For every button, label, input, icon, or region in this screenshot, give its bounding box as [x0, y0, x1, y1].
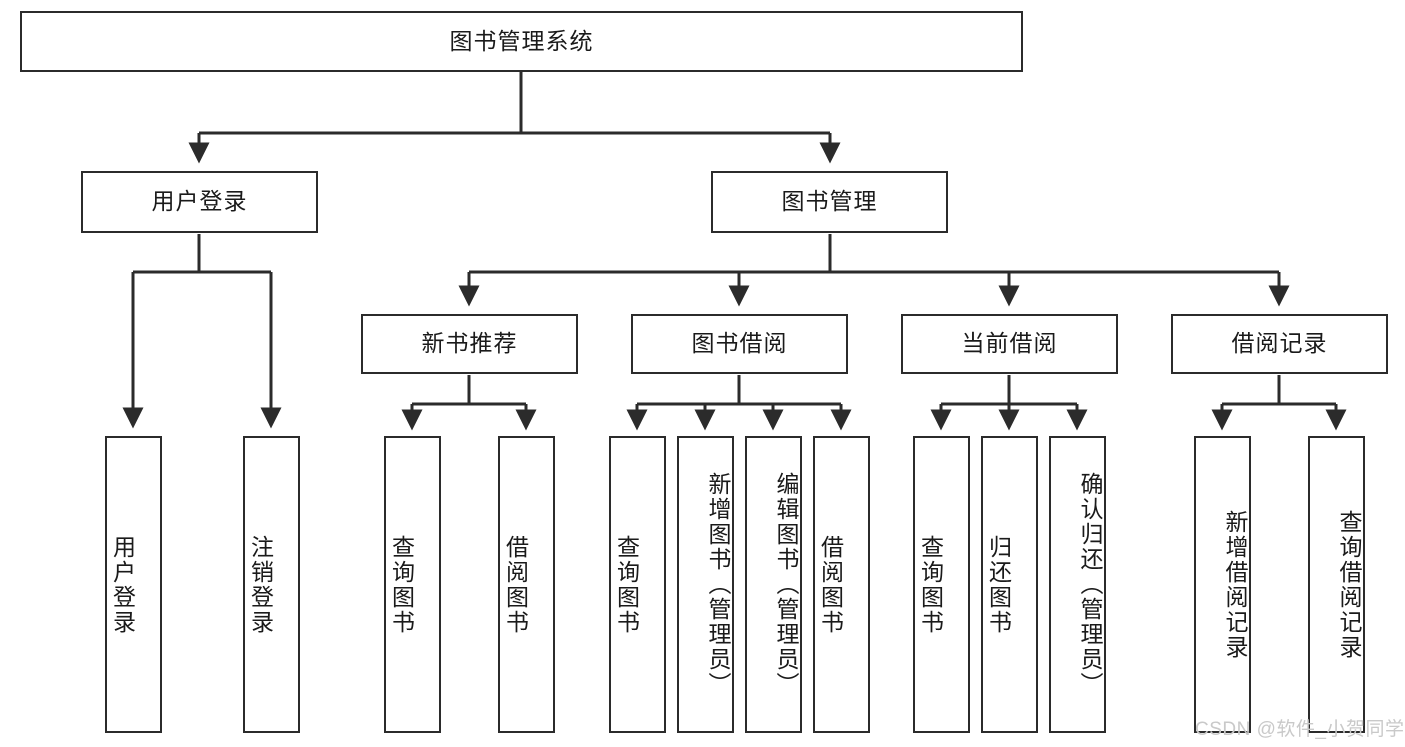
node-book-borrow[interactable]: 图书借阅 [631, 314, 848, 374]
node-book-manage[interactable]: 图书管理 [711, 171, 948, 233]
leaf-user-login-label: 用户登录 [109, 534, 136, 635]
leaf-user-login[interactable]: 用户登录 [105, 436, 162, 733]
leaf-add-book[interactable]: 新增图书（管理员） [677, 436, 734, 733]
leaf-logout[interactable]: 注销登录 [243, 436, 300, 733]
leaf-query-book-1-label: 查询图书 [388, 534, 415, 635]
leaf-query-book-2[interactable]: 查询图书 [609, 436, 666, 733]
node-book-borrow-label: 图书借阅 [691, 330, 788, 357]
leaf-query-book-3[interactable]: 查询图书 [913, 436, 970, 733]
node-new-book-recommend-label: 新书推荐 [421, 330, 518, 357]
node-root-label: 图书管理系统 [449, 27, 594, 54]
node-root[interactable]: 图书管理系统 [20, 11, 1023, 72]
leaf-add-record-label: 新增借阅记录 [1222, 509, 1248, 660]
leaf-query-book-3-label: 查询图书 [917, 534, 944, 635]
leaf-query-book-1[interactable]: 查询图书 [384, 436, 441, 733]
leaf-borrow-book-1-label: 借阅图书 [502, 534, 529, 635]
node-borrow-record[interactable]: 借阅记录 [1171, 314, 1388, 374]
leaf-borrow-book-2[interactable]: 借阅图书 [813, 436, 870, 733]
node-current-borrow-label: 当前借阅 [961, 330, 1058, 357]
leaf-borrow-book-2-label: 借阅图书 [817, 534, 844, 635]
node-borrow-record-label: 借阅记录 [1231, 330, 1328, 357]
leaf-query-book-2-label: 查询图书 [613, 534, 640, 635]
node-book-manage-label: 图书管理 [781, 188, 878, 215]
csdn-watermark: CSDN @软件_小贺同学 [1195, 719, 1405, 740]
leaf-borrow-book-1[interactable]: 借阅图书 [498, 436, 555, 733]
leaf-add-record[interactable]: 新增借阅记录 [1194, 436, 1251, 733]
leaf-add-book-label: 新增图书（管理员） [705, 472, 731, 697]
leaf-confirm-return[interactable]: 确认归还（管理员） [1049, 436, 1106, 733]
leaf-return-book[interactable]: 归还图书 [981, 436, 1038, 733]
leaf-return-book-label: 归还图书 [985, 534, 1012, 635]
leaf-query-record[interactable]: 查询借阅记录 [1308, 436, 1365, 733]
leaf-edit-book-label: 编辑图书（管理员） [773, 472, 799, 697]
leaf-edit-book[interactable]: 编辑图书（管理员） [745, 436, 802, 733]
leaf-logout-label: 注销登录 [247, 534, 274, 635]
leaf-query-record-label: 查询借阅记录 [1336, 509, 1362, 660]
node-new-book-recommend[interactable]: 新书推荐 [361, 314, 578, 374]
node-user-login-label: 用户登录 [151, 188, 248, 215]
node-user-login[interactable]: 用户登录 [81, 171, 318, 233]
leaf-confirm-return-label: 确认归还（管理员） [1077, 472, 1103, 697]
node-current-borrow[interactable]: 当前借阅 [901, 314, 1118, 374]
